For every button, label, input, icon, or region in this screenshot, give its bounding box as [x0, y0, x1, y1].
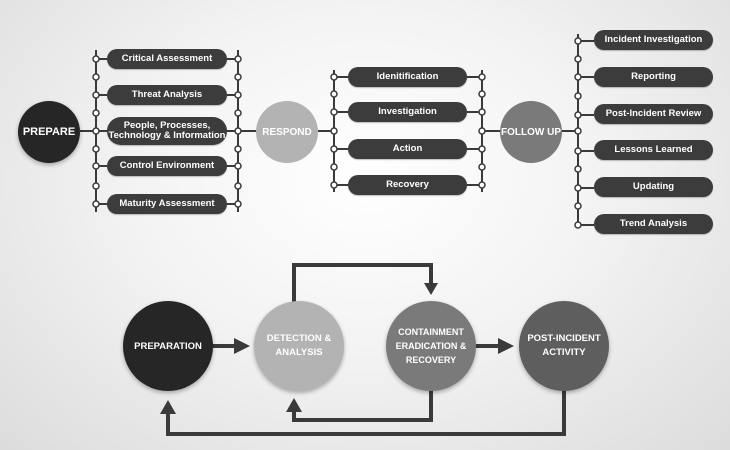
prepare-item: Critical Assessment [107, 49, 227, 69]
respond-item: Action [348, 139, 467, 159]
arrow-right-icon [498, 338, 514, 354]
respond-item-label: Recovery [386, 179, 429, 190]
post-incident-node: POST-INCIDENT ACTIVITY [519, 301, 609, 391]
containment-node: CONTAINMENT ERADICATION & RECOVERY [386, 301, 476, 391]
prepare-item-label: Threat Analysis [131, 89, 203, 100]
follow-up-node: FOLLOW UP [500, 101, 562, 163]
follow-up-item-label: Trend Analysis [619, 218, 688, 229]
respond-item-label: Idenitification [376, 71, 439, 82]
detection-analysis-node: DETECTION & ANALYSIS [254, 301, 344, 391]
containment-label: CONTAINMENT ERADICATION & RECOVERY [395, 327, 467, 365]
follow-up-item: Post-Incident Review [594, 104, 713, 124]
prepare-item: Control Environment [107, 156, 227, 176]
follow-up-item: Incident Investigation [594, 30, 713, 50]
arrow-up-icon [160, 400, 176, 414]
follow-up-item: Updating [594, 177, 713, 197]
prepare-node: PREPARE [18, 101, 80, 163]
respond-item: Investigation [348, 102, 467, 122]
follow-up-item: Lessons Learned [594, 140, 713, 160]
prepare-item: Maturity Assessment [107, 194, 227, 214]
follow-up-item: Trend Analysis [594, 214, 713, 234]
follow-up-item: Reporting [594, 67, 713, 87]
respond-node: RESPOND [256, 101, 318, 163]
follow-up-item-label: Incident Investigation [604, 34, 703, 45]
detection-analysis-label: DETECTION & ANALYSIS [266, 333, 332, 358]
prepare-label: PREPARE [22, 126, 76, 138]
arrow-down-icon [424, 283, 438, 295]
arrow-up-icon [286, 398, 302, 412]
preparation-label: PREPARATION [134, 340, 202, 352]
prepare-item-label: People, Processes, Technology & Informat… [108, 120, 226, 141]
prepare-item-label: Control Environment [119, 160, 215, 171]
prepare-item: People, Processes, Technology & Informat… [107, 117, 227, 145]
follow-up-item-label: Updating [632, 181, 675, 192]
respond-item: Recovery [348, 175, 467, 195]
follow-up-label: FOLLOW UP [501, 126, 561, 138]
arrow-right-icon [234, 338, 250, 354]
prepare-item-label: Critical Assessment [121, 53, 213, 64]
preparation-node: PREPARATION [123, 301, 213, 391]
respond-item-label: Investigation [378, 106, 437, 117]
post-incident-label: POST-INCIDENT ACTIVITY [527, 333, 601, 358]
respond-item-label: Action [392, 143, 423, 154]
prepare-item-label: Maturity Assessment [119, 198, 215, 209]
follow-up-item-label: Lessons Learned [614, 144, 693, 155]
respond-item: Idenitification [348, 67, 467, 87]
respond-label: RESPOND [262, 126, 312, 138]
follow-up-item-label: Post-Incident Review [605, 108, 702, 119]
follow-up-item-label: Reporting [631, 71, 676, 82]
prepare-item: Threat Analysis [107, 85, 227, 105]
